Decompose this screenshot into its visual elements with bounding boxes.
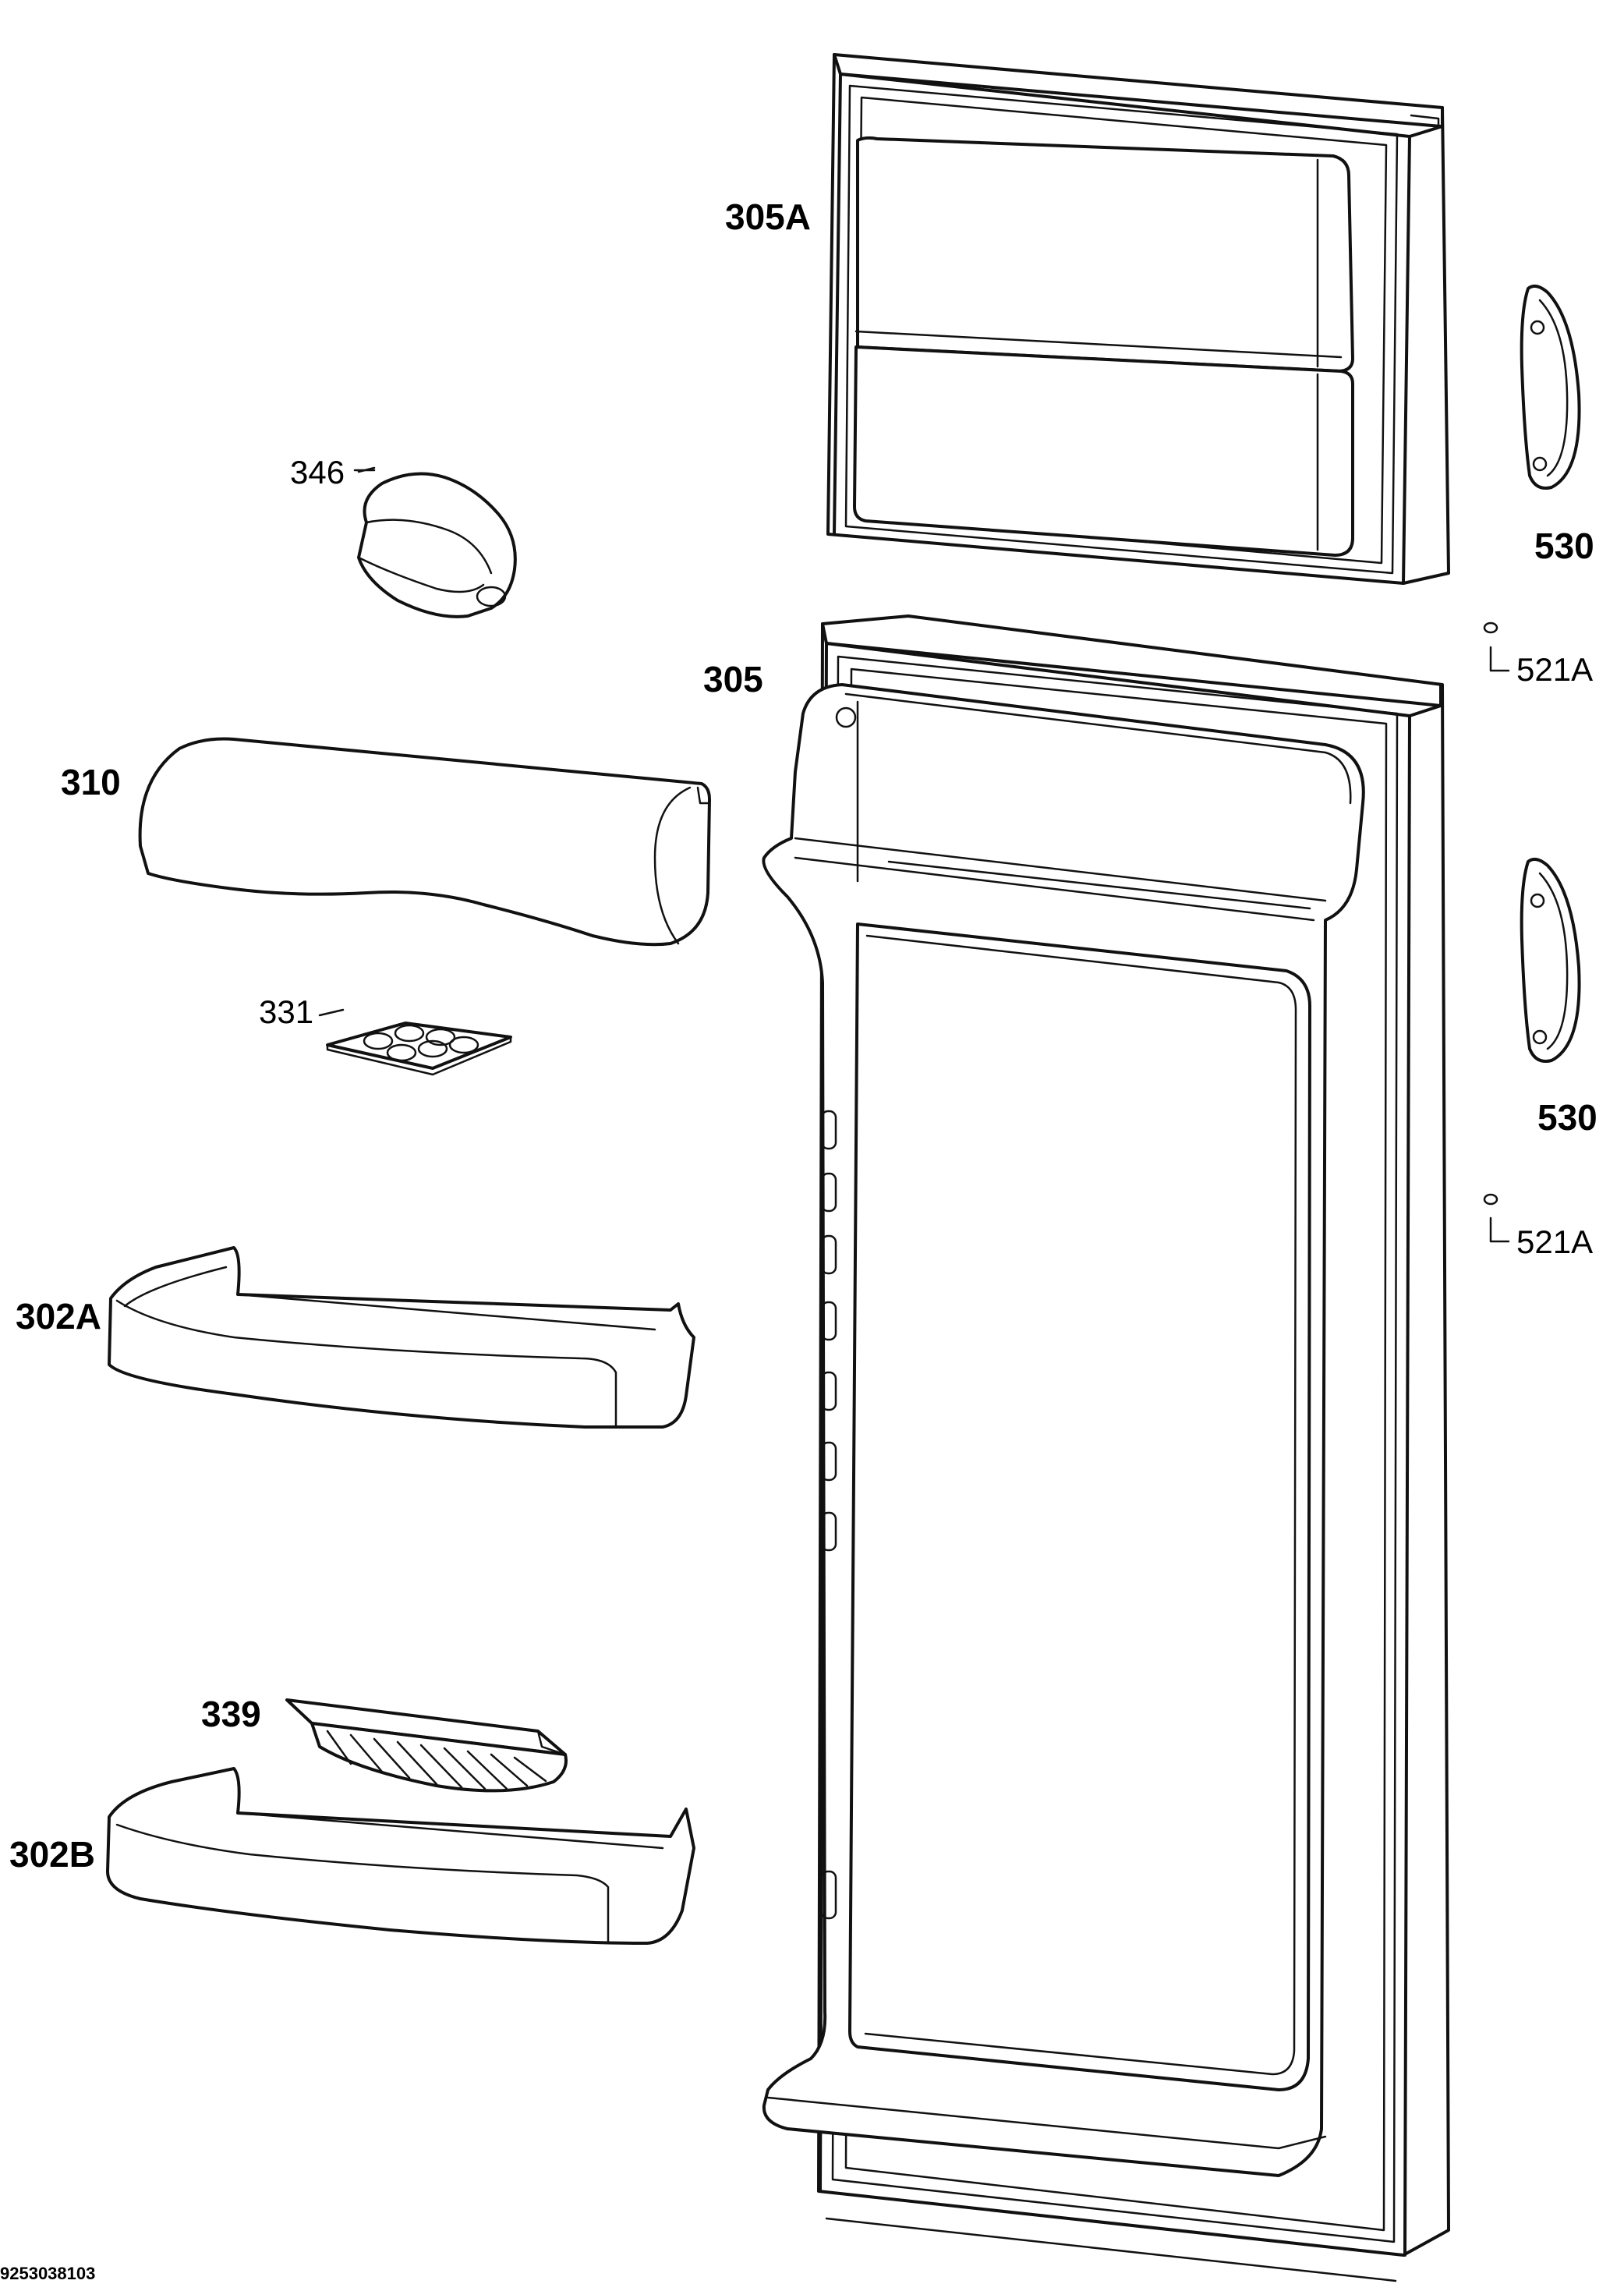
part-521A-pin-upper <box>1483 621 1510 672</box>
label-530-top: 530 <box>1534 526 1594 566</box>
label-305: 305 <box>703 659 763 699</box>
label-302A: 302A <box>16 1296 101 1337</box>
part-331-egg-tray <box>318 1008 512 1076</box>
label-521A-bottom: 521A <box>1516 1223 1594 1260</box>
part-346-cover <box>357 466 517 618</box>
label-339: 339 <box>201 1694 261 1734</box>
part-302A-door-bin <box>108 1246 695 1429</box>
part-521A-pin-lower <box>1483 1193 1510 1243</box>
part-310-dairy-lid <box>138 737 711 947</box>
label-346: 346 <box>290 454 345 490</box>
label-310: 310 <box>61 762 121 802</box>
part-305A-freezer-door <box>826 53 1450 585</box>
part-339-bottle-retainer <box>285 1698 568 1793</box>
part-530-handle-lower <box>1520 857 1581 1063</box>
label-530-bottom: 530 <box>1537 1097 1597 1138</box>
part-530-handle-upper <box>1520 284 1581 490</box>
part-305-fridge-door <box>762 614 1450 2282</box>
label-302B: 302B <box>9 1834 95 1875</box>
label-331: 331 <box>259 993 314 1030</box>
label-521A-top: 521A <box>1516 651 1594 688</box>
door-liner-slots <box>820 1110 837 1920</box>
part-302B-door-bin <box>106 1767 695 1945</box>
document-number: 9253038103 <box>0 2264 96 2283</box>
label-305A: 305A <box>725 197 811 237</box>
